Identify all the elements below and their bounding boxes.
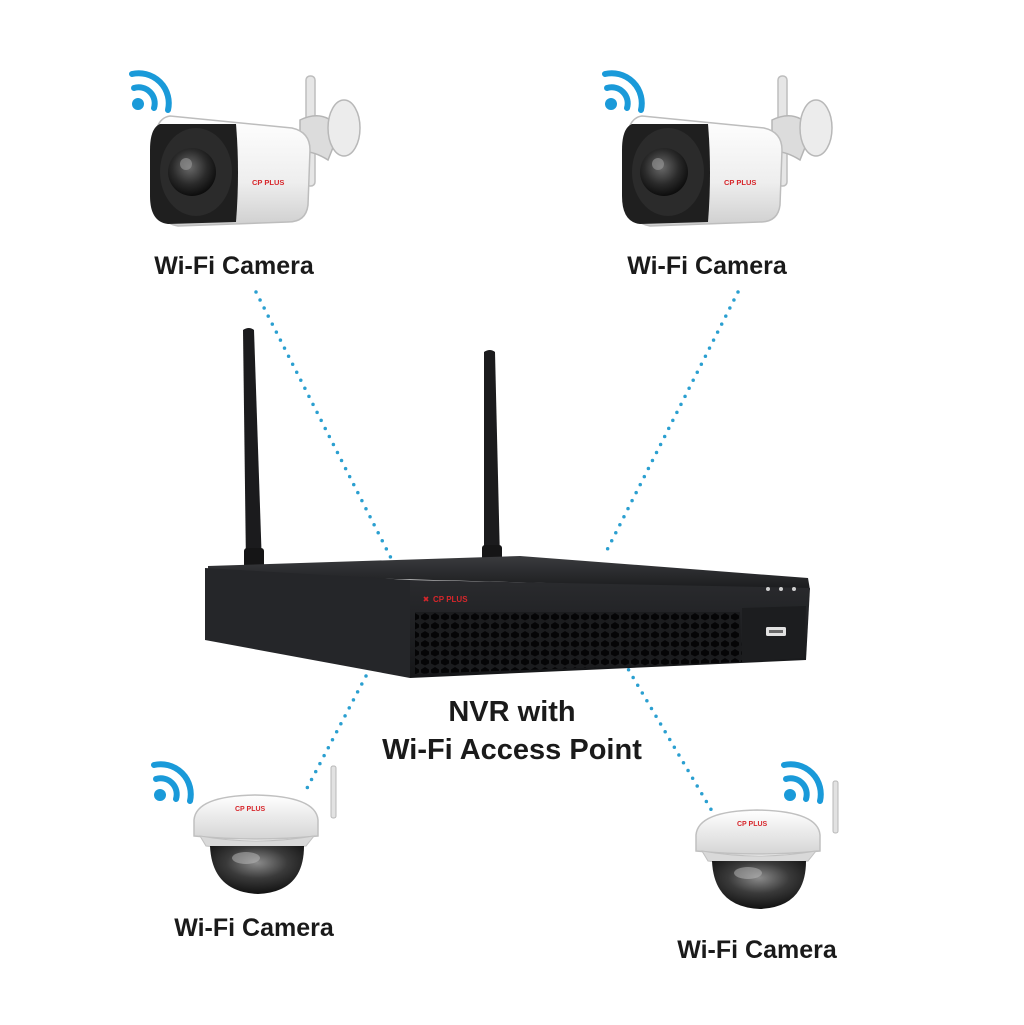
wifi-icon	[781, 761, 824, 804]
brand-logo: CP PLUS	[724, 178, 756, 187]
links	[254, 290, 740, 830]
dome-camera-icon: CP PLUS	[695, 780, 839, 909]
camera-label-top-right: Wi-Fi Camera	[627, 252, 787, 280]
link-bottom-left	[303, 674, 368, 794]
wifi-icon	[129, 70, 172, 113]
brand-logo: CP PLUS	[737, 821, 768, 828]
nvr-recorder-icon: CP PLUS	[205, 328, 810, 678]
nvr-label: NVR with Wi-Fi Access Point	[382, 693, 642, 769]
link-top-right	[602, 290, 740, 558]
bullet-camera-icon: CP PLUS	[622, 75, 833, 227]
camera-label-top-left: Wi-Fi Camera	[154, 252, 314, 280]
status-led	[779, 587, 783, 591]
bullet-camera-icon: CP PLUS	[150, 75, 361, 227]
wifi-icon	[602, 70, 645, 113]
svg-text:CP PLUS: CP PLUS	[433, 595, 468, 604]
link-top-left	[254, 290, 394, 562]
wifi-icon	[151, 761, 194, 804]
brand-logo: CP PLUS	[235, 806, 266, 813]
dome-camera-icon: CP PLUS	[193, 765, 337, 894]
camera-label-bottom-right: Wi-Fi Camera	[677, 936, 837, 964]
camera-label-bottom-left: Wi-Fi Camera	[174, 914, 334, 942]
brand-logo: CP PLUS	[423, 595, 468, 604]
nvr-label-line2: Wi-Fi Access Point	[382, 734, 642, 766]
status-led	[766, 587, 770, 591]
link-bottom-right	[622, 660, 724, 830]
status-led	[792, 587, 796, 591]
brand-logo: CP PLUS	[252, 178, 284, 187]
nvr-label-line1: NVR with	[448, 696, 576, 728]
